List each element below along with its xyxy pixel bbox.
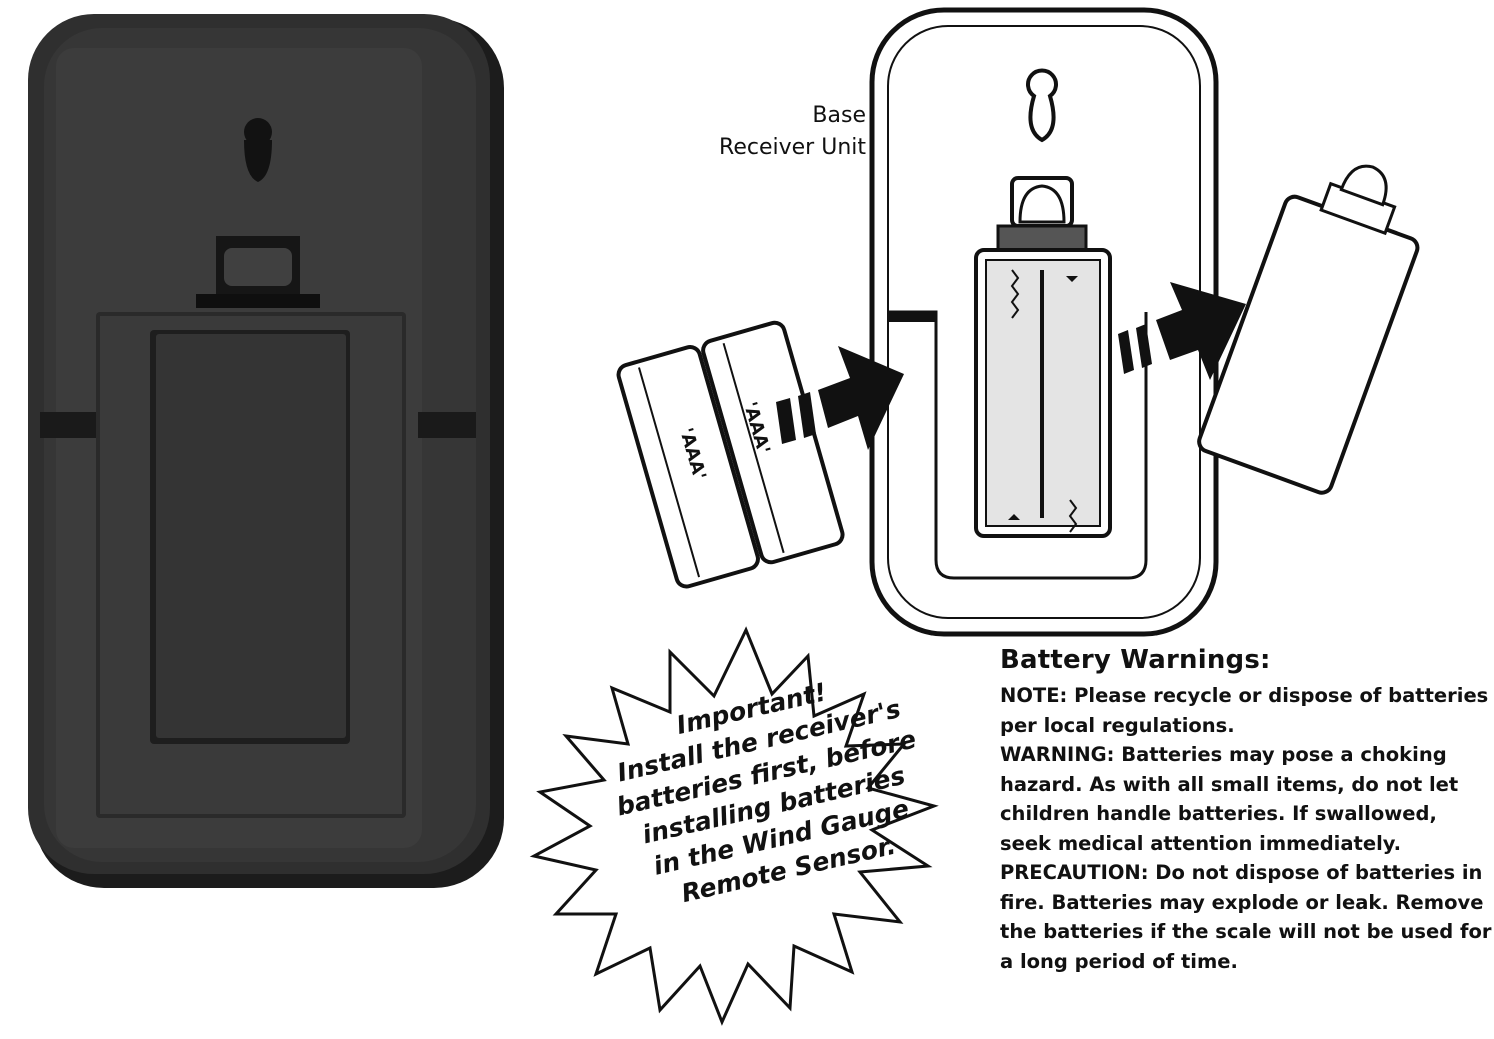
stand-cavity (888, 310, 1148, 580)
install-order-notice: Important! Install the receiver's batter… (543, 645, 997, 932)
removed-battery (1197, 164, 1420, 495)
receiver-unit-label: Base Receiver Unit (660, 100, 866, 164)
left-groove (40, 412, 100, 438)
receiver-unit-label-line2: Receiver Unit (719, 135, 866, 160)
battery-label-right: 'AAA' (739, 400, 774, 457)
battery-label-left: 'AAA' (675, 426, 710, 483)
precaution-text: PRECAUTION: Do not dispose of batteries … (1000, 861, 1492, 973)
battery-warnings: Battery Warnings: NOTE: Please recycle o… (1000, 645, 1492, 976)
warnings-heading: Battery Warnings: (1000, 645, 1271, 675)
insert-arrow-icon (776, 346, 904, 450)
battery-compartment (974, 248, 1112, 538)
note-text: NOTE: Please recycle or dispose of batte… (1000, 684, 1489, 737)
remove-arrow-icon (1118, 282, 1246, 380)
hinge (1010, 176, 1074, 228)
receiver-unit-label-line1: Base (812, 103, 866, 128)
receiver-outline (869, 7, 1219, 637)
keyhole-outline-icon (1026, 68, 1058, 143)
receiver-back-photo (0, 0, 540, 1039)
warning-text: WARNING: Batteries may pose a choking ha… (1000, 743, 1459, 855)
keyhole-icon (244, 118, 272, 182)
aaa-batteries (616, 320, 845, 589)
right-groove (418, 412, 476, 438)
